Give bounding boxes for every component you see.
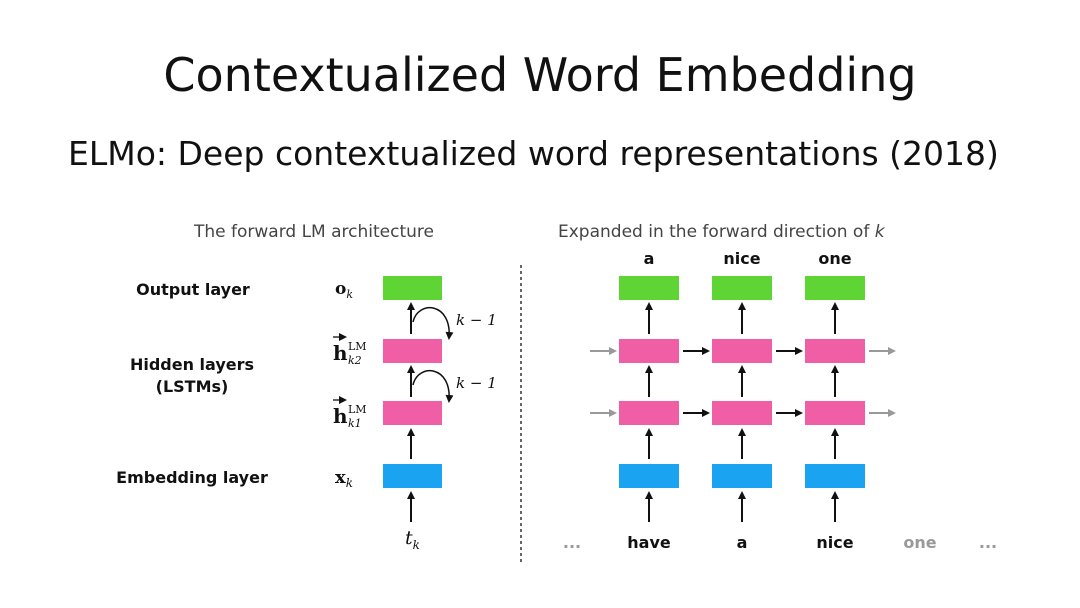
hidden2-box (805, 339, 865, 363)
output-box (619, 276, 679, 300)
input-word: a (737, 533, 748, 552)
embedding-box (619, 464, 679, 488)
output-layer-label: Output layer (136, 280, 250, 299)
slide-subtitle: ELMo: Deep contextualized word represent… (68, 134, 999, 173)
output-word: a (644, 249, 655, 268)
recurrent-loop-arrow (412, 307, 454, 340)
symbol-h2: h LM k2 (333, 333, 367, 367)
hidden1-box (805, 401, 865, 425)
input-ellipsis: ... (979, 533, 997, 552)
embedding-box (712, 464, 772, 488)
hidden1-box (383, 401, 442, 425)
symbol-t: tk (405, 527, 420, 552)
svg-text:h: h (333, 404, 348, 428)
symbol-h1: h LM k1 (333, 396, 367, 430)
symbol-o: ok (335, 279, 353, 301)
input-word: nice (816, 533, 853, 552)
hidden2-box (619, 339, 679, 363)
hidden1-box (619, 401, 679, 425)
output-box (383, 276, 442, 300)
hidden-layers-label: Hidden layers (130, 355, 254, 374)
recurrence-label: k − 1 (456, 374, 497, 392)
input-ellipsis: ... (563, 533, 581, 552)
svg-text:k2: k2 (348, 354, 362, 367)
recurrent-loop-arrow (412, 370, 454, 403)
right-caption: Expanded in the forward direction of k (558, 222, 886, 242)
svg-text:LM: LM (348, 403, 367, 416)
recurrence-label: k − 1 (456, 311, 497, 329)
input-word: have (627, 533, 671, 552)
slide-title: Contextualized Word Embedding (163, 48, 917, 102)
embedding-box (805, 464, 865, 488)
lstms-label: (LSTMs) (156, 377, 229, 396)
hidden1-box (712, 401, 772, 425)
output-word: one (818, 249, 851, 268)
symbol-x: xk (335, 467, 353, 490)
embedding-layer-label: Embedding layer (116, 468, 268, 487)
left-diagram: The forward LM architecture Output layer… (116, 222, 497, 552)
svg-text:k1: k1 (348, 417, 362, 430)
output-word: nice (723, 249, 760, 268)
output-box (712, 276, 772, 300)
svg-text:h: h (333, 341, 348, 365)
right-diagram: Expanded in the forward direction of k a… (558, 222, 997, 552)
output-box (805, 276, 865, 300)
hidden2-box (712, 339, 772, 363)
left-caption: The forward LM architecture (193, 222, 434, 242)
svg-text:LM: LM (348, 340, 367, 353)
embedding-box (383, 464, 442, 488)
input-word-faded: one (903, 533, 936, 552)
hidden2-box (383, 339, 442, 363)
